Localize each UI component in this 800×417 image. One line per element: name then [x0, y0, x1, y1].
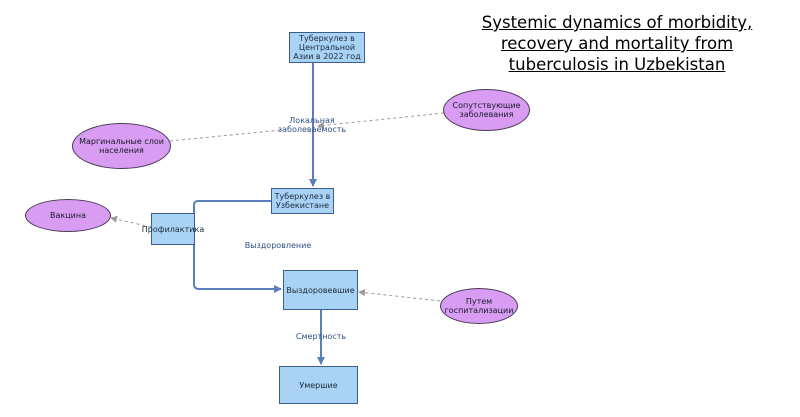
link-hospitalization	[358, 289, 441, 302]
flow-uzbekistan-to-prevention	[193, 200, 271, 213]
diagram-title: Systemic dynamics of morbidity, recovery…	[462, 12, 772, 75]
link-marginal-groups	[169, 129, 283, 142]
stock-recovered[interactable]: Выздоровевшие	[283, 270, 358, 310]
title-line-2: recovery and mortality from	[500, 34, 734, 53]
factor-comorbidities[interactable]: Сопутствующие заболевания	[443, 89, 530, 131]
stock-dead[interactable]: Умершие	[279, 366, 358, 404]
stock-prevention[interactable]: Профилактика	[142, 213, 204, 245]
stock-tb-central-asia[interactable]: Туберкулез в Центральной Азии в 2022 год	[289, 32, 365, 63]
link-vaccine	[110, 215, 152, 228]
stock-tb-uzbekistan[interactable]: Туберкулез в Узбекистане	[271, 188, 334, 214]
factor-marginal-groups[interactable]: Маргинальные слои населения	[72, 123, 171, 169]
flow-recovery	[193, 245, 282, 293]
factor-hospitalization[interactable]: Путем госпитализации	[440, 288, 518, 324]
factor-vaccine[interactable]: Вакцина	[25, 199, 111, 232]
flow-label-mortality: Смертность	[295, 332, 347, 341]
title-line-1: Systemic dynamics of morbidity,	[481, 13, 753, 32]
flow-label-local-incidence: Локальная заболеваемость	[277, 116, 347, 134]
flow-label-recovery: Выздоровление	[244, 241, 312, 250]
title-line-3: tuberculosis in Uzbekistan	[508, 55, 726, 74]
